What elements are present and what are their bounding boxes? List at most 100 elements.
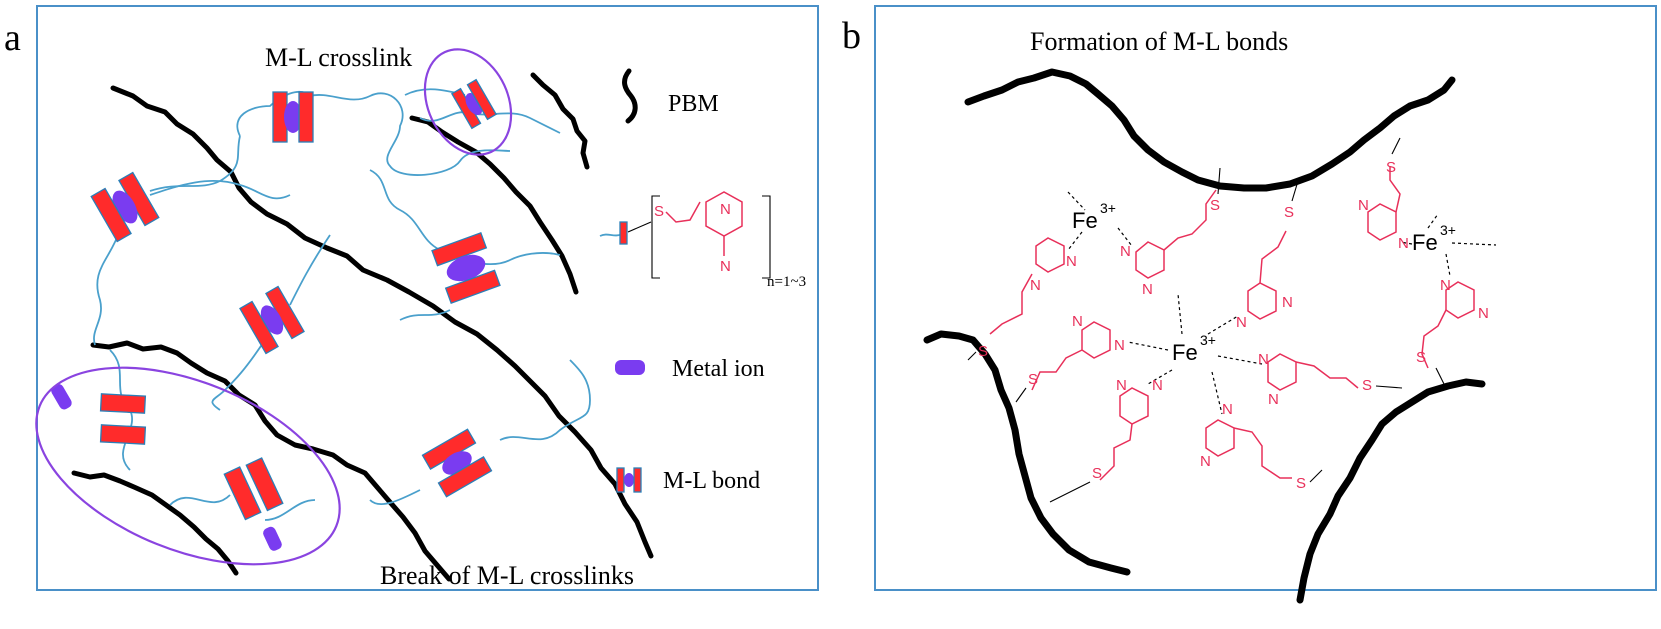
linker (169, 494, 231, 506)
svg-text:N: N (1358, 197, 1369, 214)
linker (499, 359, 591, 441)
fe-ion-center: Fe 3+ (1172, 332, 1216, 365)
svg-text:3+: 3+ (1200, 332, 1216, 348)
svg-text:S: S (1296, 475, 1306, 492)
svg-text:S: S (1092, 465, 1102, 482)
pbm-chain-5 (71, 470, 239, 576)
pbm-left (923, 330, 1131, 576)
svg-text:N: N (1072, 313, 1083, 330)
panel-b-title: Formation of M-L bonds (1030, 27, 1288, 56)
repeat-label: n=1~3 (767, 274, 806, 290)
ligand-left: N N S (967, 237, 1077, 361)
linker (93, 229, 121, 346)
linker (399, 309, 451, 321)
linker (289, 234, 331, 306)
ml-bond (239, 285, 305, 355)
pyrazine-ring (705, 191, 743, 237)
svg-text:Fe: Fe (1412, 230, 1438, 255)
svg-text:N: N (1440, 277, 1451, 294)
svg-text:N: N (1478, 305, 1489, 322)
svg-text:N: N (720, 258, 731, 275)
free-metal-ion (263, 526, 282, 551)
ligand-lower-left: N N S (1049, 377, 1163, 503)
ml-bond-legend-label: M-L bond (663, 468, 760, 494)
panel-b: b Formation of M-L bonds Fe 3+ Fe 3+ Fe … (842, 5, 1657, 604)
broken-ligands (99, 393, 284, 521)
svg-text:S: S (1386, 159, 1396, 176)
svg-text:N: N (1258, 351, 1269, 368)
panel-a: a M-L crosslink Break of M-L crosslinks (4, 5, 819, 591)
linker (264, 499, 316, 521)
legend: PBM S N N n=1~3 Metal ion M-L bond (599, 68, 806, 494)
svg-text:N: N (1268, 391, 1279, 408)
svg-text:S: S (1284, 204, 1294, 221)
linker (419, 111, 561, 134)
pbm-legend-label: PBM (668, 91, 719, 117)
panel-b-border (874, 5, 1657, 591)
linkers (93, 88, 591, 521)
fe-ion-top-left: Fe 3+ (1072, 200, 1116, 233)
svg-text:N: N (1116, 377, 1127, 394)
free-metal-ion (51, 384, 72, 410)
coordination-bonds (1067, 191, 1497, 415)
svg-text:S: S (1416, 349, 1426, 366)
svg-text:N: N (1114, 337, 1125, 354)
svg-text:S: S (1028, 371, 1038, 388)
ml-bond (272, 91, 314, 143)
svg-text:N: N (1398, 235, 1409, 252)
svg-text:N: N (1120, 243, 1131, 260)
metal-ion-legend-label: Metal ion (672, 356, 765, 382)
panel-b-letter: b (842, 15, 861, 57)
svg-text:N: N (1282, 294, 1293, 311)
svg-text:S: S (1362, 377, 1372, 394)
linker (149, 179, 291, 200)
pbm-backbones (923, 68, 1486, 604)
svg-text:N: N (720, 201, 731, 218)
crosslink-highlight-ellipse (423, 48, 513, 156)
ligand-center-left: N N S (1015, 313, 1125, 403)
ml-bond (421, 428, 493, 498)
panel-a-border (36, 5, 819, 591)
ligand-legend-linker (599, 233, 623, 237)
pbm-chains (71, 72, 654, 582)
pbm-right (1296, 378, 1486, 604)
ligand-center-right: N N S (1236, 180, 1299, 331)
ligand-top-right: N N S (1358, 137, 1409, 252)
svg-text:3+: 3+ (1100, 200, 1116, 216)
svg-text:3+: 3+ (1440, 222, 1456, 238)
svg-text:N: N (1200, 453, 1211, 470)
linker (211, 339, 266, 411)
break-highlight-ellipse (35, 366, 341, 566)
fe-centers: Fe 3+ Fe 3+ Fe 3+ (1072, 200, 1456, 365)
ligand-legend-block (619, 221, 628, 245)
pbm-legend-icon (622, 68, 638, 124)
ml-crosslink-label: M-L crosslink (265, 43, 412, 72)
pbm-chain-2 (409, 115, 579, 295)
panel-a-letter: a (4, 17, 21, 59)
fe-ion-right: Fe 3+ (1412, 222, 1456, 255)
repeat-brackets (651, 195, 771, 279)
ligand-right: N N S (1416, 277, 1489, 385)
break-crosslinks-label: Break of M-L crosslinks (380, 561, 634, 590)
svg-text:N: N (1142, 281, 1153, 298)
pyrazine-ligands: N N S N N S N N S (967, 137, 1489, 503)
ml-bond (450, 78, 498, 130)
ml-bond (90, 171, 160, 243)
pbm-chain-3 (530, 72, 590, 170)
svg-text:N: N (1066, 253, 1077, 270)
ml-bond-legend-icon (616, 467, 642, 493)
svg-text:Fe: Fe (1072, 208, 1098, 233)
metal-ion-legend-icon (615, 360, 645, 375)
svg-text:S: S (1210, 197, 1220, 214)
linker (369, 489, 421, 505)
legend-sulfur: S (654, 203, 664, 220)
ligand-lower-right: N N S (1258, 351, 1403, 408)
ligand-center-top: N N S (1120, 167, 1221, 298)
svg-text:Fe: Fe (1172, 340, 1198, 365)
svg-text:N: N (1222, 401, 1233, 418)
svg-text:N: N (1152, 377, 1163, 394)
svg-text:N: N (1030, 277, 1041, 294)
pbm-chain-4 (90, 340, 452, 582)
pbm-chain-1 (110, 85, 654, 559)
